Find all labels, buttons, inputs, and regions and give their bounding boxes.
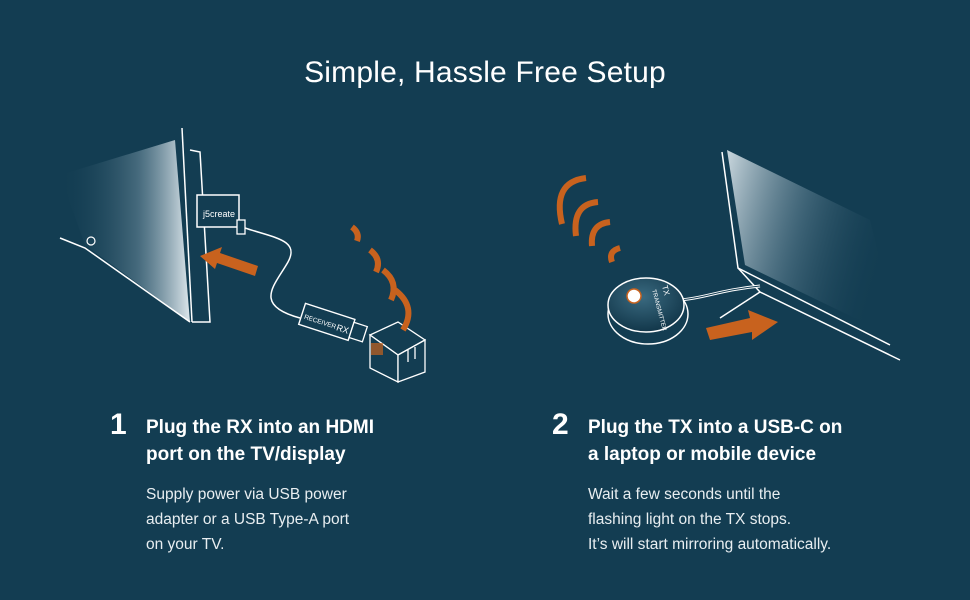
step-heading-line: Plug the TX into a USB-C on xyxy=(588,417,843,438)
tx-signal-icon xyxy=(556,175,621,264)
setup-illustration: j5create RECEIVER RX xyxy=(59,127,901,384)
power-adapter xyxy=(368,321,427,384)
step-desc-line: Supply power via USB power xyxy=(146,486,347,503)
wireless-signal-icon xyxy=(350,224,412,332)
step-desc-line: on your TV. xyxy=(146,536,225,553)
step-description: Wait a few seconds until the flashing li… xyxy=(588,482,918,557)
laptop-right xyxy=(719,150,901,361)
step-desc-line: It’s will start mirroring automatically. xyxy=(588,536,832,553)
step-number: 2 xyxy=(552,408,569,441)
tx-light-icon xyxy=(626,288,642,304)
rx-brand-text: j5create xyxy=(202,209,235,219)
step-number: 1 xyxy=(110,408,127,441)
plug-arrow-icon xyxy=(706,310,778,340)
step-description: Supply power via USB power adapter or a … xyxy=(146,482,476,557)
step-desc-line: flashing light on the TX stops. xyxy=(588,511,792,528)
step-desc-line: Wait a few seconds until the xyxy=(588,486,781,503)
insert-arrow-icon xyxy=(200,247,258,276)
usb-power-plug: RECEIVER RX xyxy=(297,302,369,343)
step-heading-line: port on the TV/display xyxy=(146,444,346,465)
step-heading: Plug the TX into a USB-C on a laptop or … xyxy=(588,414,918,468)
step-heading: Plug the RX into an HDMI port on the TV/… xyxy=(146,414,476,468)
step-heading-line: a laptop or mobile device xyxy=(588,444,817,465)
step-desc-line: adapter or a USB Type-A port xyxy=(146,511,350,528)
step-heading-line: Plug the RX into an HDMI xyxy=(146,417,374,438)
tv-display-left xyxy=(59,127,211,323)
rx-dongle: j5create xyxy=(196,194,246,235)
rx-short-text: RX xyxy=(335,322,350,335)
usb-cable xyxy=(244,227,301,319)
tx-puck: TRANSMITTER TX xyxy=(607,277,689,345)
tx-short-text: TX xyxy=(660,284,672,297)
power-icon xyxy=(86,236,96,246)
page-title: Simple, Hassle Free Setup xyxy=(304,56,666,89)
